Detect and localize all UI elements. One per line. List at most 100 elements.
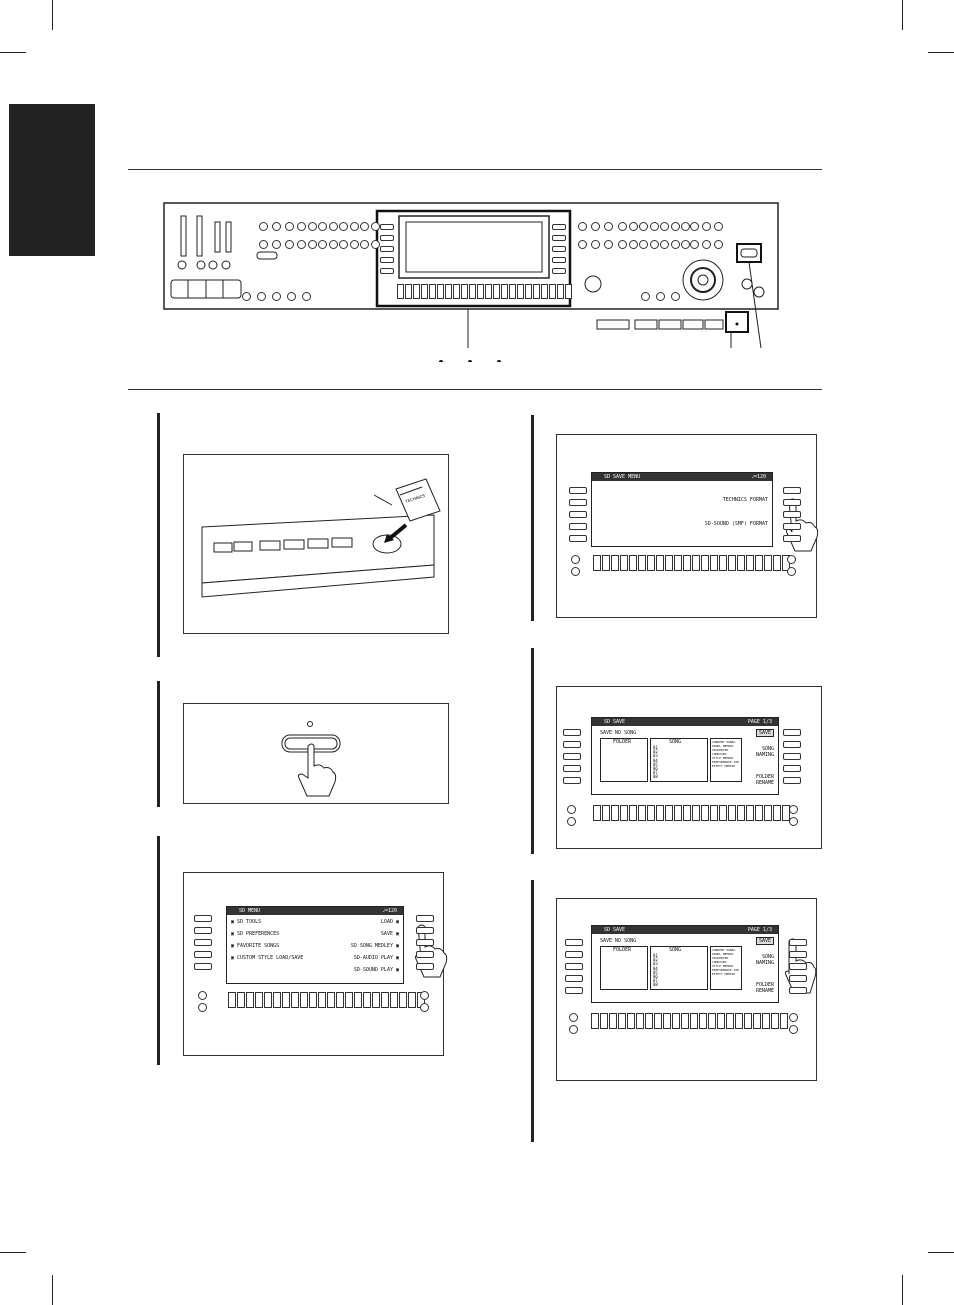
- panel-display-side-button[interactable]: [552, 224, 566, 230]
- save-button[interactable]: SAVE: [755, 937, 774, 945]
- panel-display-button[interactable]: [501, 284, 508, 299]
- knob[interactable]: [567, 805, 576, 814]
- side-button[interactable]: [194, 951, 212, 958]
- display-button[interactable]: [611, 805, 619, 821]
- side-button[interactable]: [789, 939, 807, 946]
- display-button[interactable]: [609, 1013, 617, 1029]
- panel-display-button[interactable]: [445, 284, 452, 299]
- panel-button[interactable]: [242, 292, 251, 301]
- panel-display-button[interactable]: [453, 284, 460, 299]
- song-slot[interactable]: 06: [653, 974, 658, 980]
- side-button[interactable]: [569, 523, 587, 530]
- side-button[interactable]: [565, 975, 583, 982]
- panel-button[interactable]: [272, 222, 281, 231]
- panel-display-side-button[interactable]: [380, 268, 394, 274]
- display-button[interactable]: [690, 1013, 698, 1029]
- panel-display-button[interactable]: [461, 284, 468, 299]
- display-button[interactable]: [602, 805, 610, 821]
- display-button[interactable]: [683, 555, 691, 571]
- display-button[interactable]: [645, 1013, 653, 1029]
- panel-button[interactable]: [690, 240, 699, 249]
- panel-button[interactable]: [259, 222, 268, 231]
- menu-item-favorite-songs[interactable]: ▣ FAVORITE SONGS: [231, 943, 280, 949]
- display-button[interactable]: [773, 555, 781, 571]
- display-button[interactable]: [717, 1013, 725, 1029]
- song-slot[interactable]: 07: [653, 770, 658, 776]
- panel-button[interactable]: [287, 292, 296, 301]
- knob[interactable]: [789, 1013, 798, 1022]
- side-button[interactable]: [569, 535, 587, 542]
- panel-display-button[interactable]: [549, 284, 556, 299]
- side-button[interactable]: [789, 951, 807, 958]
- panel-button[interactable]: [656, 292, 665, 301]
- display-button[interactable]: [665, 805, 673, 821]
- song-naming-button[interactable]: SONG NAMING: [755, 746, 774, 758]
- display-button[interactable]: [246, 992, 254, 1008]
- display-button[interactable]: [611, 555, 619, 571]
- display-button[interactable]: [654, 1013, 662, 1029]
- song-slot[interactable]: 02: [653, 957, 658, 963]
- side-button[interactable]: [563, 765, 581, 772]
- menu-item-save[interactable]: SAVE ▣: [380, 931, 399, 937]
- panel-button[interactable]: [307, 240, 317, 249]
- panel-display-button[interactable]: [533, 284, 540, 299]
- display-button[interactable]: [638, 555, 646, 571]
- display-button[interactable]: [273, 992, 281, 1008]
- display-button[interactable]: [593, 555, 601, 571]
- display-button[interactable]: [618, 1013, 626, 1029]
- knob[interactable]: [571, 555, 580, 564]
- panel-button[interactable]: [639, 222, 648, 231]
- display-button[interactable]: [719, 555, 727, 571]
- side-button[interactable]: [783, 753, 801, 760]
- side-button[interactable]: [569, 487, 587, 494]
- panel-display-button[interactable]: [509, 284, 516, 299]
- panel-button[interactable]: [578, 240, 587, 249]
- display-button[interactable]: [674, 805, 682, 821]
- panel-button[interactable]: [639, 240, 648, 249]
- display-button[interactable]: [336, 992, 344, 1008]
- panel-display-side-button[interactable]: [380, 246, 394, 252]
- display-button[interactable]: [728, 805, 736, 821]
- side-button[interactable]: [416, 915, 434, 922]
- knob[interactable]: [789, 1025, 798, 1034]
- song-slot[interactable]: 02: [653, 749, 658, 755]
- display-button[interactable]: [726, 1013, 734, 1029]
- panel-button[interactable]: [328, 222, 338, 231]
- panel-button[interactable]: [285, 240, 294, 249]
- display-button[interactable]: [663, 1013, 671, 1029]
- menu-item-sd-audio-play[interactable]: SD-AUDIO PLAY ▣: [353, 955, 399, 961]
- panel-display-side-button[interactable]: [552, 246, 566, 252]
- display-button[interactable]: [744, 1013, 752, 1029]
- display-button[interactable]: [753, 1013, 761, 1029]
- knob[interactable]: [787, 555, 796, 564]
- side-button[interactable]: [563, 753, 581, 760]
- display-button[interactable]: [399, 992, 407, 1008]
- knob[interactable]: [198, 991, 207, 1000]
- panel-button[interactable]: [628, 240, 638, 249]
- side-button[interactable]: [789, 975, 807, 982]
- panel-display-button[interactable]: [541, 284, 548, 299]
- panel-button[interactable]: [272, 240, 281, 249]
- display-button[interactable]: [762, 1013, 770, 1029]
- side-button[interactable]: [789, 987, 807, 994]
- song-slot[interactable]: 06: [653, 766, 658, 772]
- panel-button[interactable]: [671, 292, 680, 301]
- panel-display-side-button[interactable]: [552, 235, 566, 241]
- display-button[interactable]: [327, 992, 335, 1008]
- panel-display-button[interactable]: [413, 284, 420, 299]
- panel-display-button[interactable]: [485, 284, 492, 299]
- side-button[interactable]: [563, 741, 581, 748]
- display-button[interactable]: [692, 555, 700, 571]
- display-button[interactable]: [755, 805, 763, 821]
- panel-button[interactable]: [257, 292, 266, 301]
- display-button[interactable]: [602, 555, 610, 571]
- display-button[interactable]: [710, 555, 718, 571]
- song-slot[interactable]: 08: [653, 774, 658, 780]
- display-button[interactable]: [755, 555, 763, 571]
- side-button[interactable]: [416, 963, 434, 970]
- knob[interactable]: [567, 817, 576, 826]
- panel-button[interactable]: [714, 240, 723, 249]
- panel-button[interactable]: [370, 240, 380, 249]
- knob[interactable]: [420, 1003, 429, 1012]
- side-button[interactable]: [783, 729, 801, 736]
